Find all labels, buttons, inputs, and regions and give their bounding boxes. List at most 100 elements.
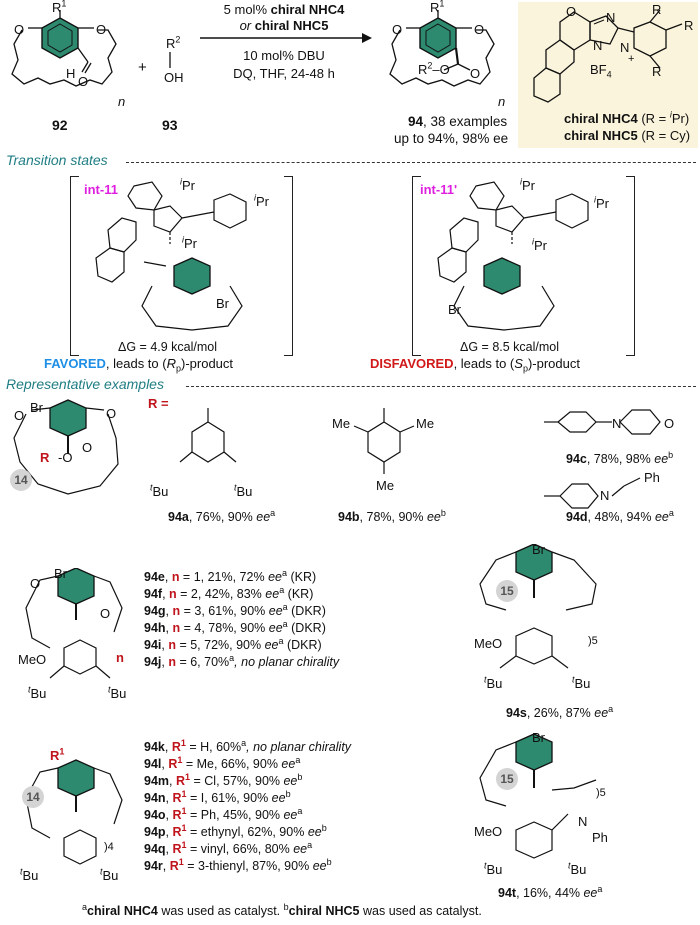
- condition-line-2: or chiral NHC5: [239, 18, 329, 33]
- n-series-structure: [25, 568, 123, 679]
- list-item: 94j, n = 6, 70%a, no planar chirality: [144, 652, 340, 669]
- r-equals-label: R =: [148, 396, 169, 411]
- br-label: Br: [216, 296, 229, 311]
- n-label: N: [606, 10, 616, 25]
- list-item: 94i, n = 5, 72%, 90% eea (DKR): [144, 635, 322, 652]
- condition-line-4: DQ, THF, 24-48 h: [233, 66, 335, 81]
- example-94s-structure: [479, 544, 597, 669]
- n-label: n: [118, 94, 126, 109]
- bracket-left: [70, 176, 79, 356]
- example-94t-caption: 94t, 16%, 44% eea: [498, 883, 603, 900]
- condition-line-1: 5 mol% chiral NHC4: [223, 2, 345, 17]
- tbu-label: tBu: [20, 866, 39, 883]
- ts-favored-dg: ΔG = 4.9 kcal/mol: [118, 340, 218, 354]
- list-item: 94e, n = 1, 21%, 72% eea (KR): [144, 567, 317, 584]
- ipr-label: iPr: [254, 192, 269, 209]
- ts-label-int-11-prime: int-11': [420, 182, 458, 197]
- h-label: H: [66, 66, 76, 81]
- me-label: Me: [332, 416, 351, 431]
- examples-section-header: Representative examples: [6, 376, 164, 392]
- o-label: O: [30, 576, 41, 591]
- chain-5-label: )5: [596, 787, 606, 799]
- n-label: n: [498, 94, 506, 109]
- tbu-label: tBu: [572, 674, 591, 691]
- ring-14-ester-structure: [13, 399, 119, 495]
- o-label: O: [100, 606, 111, 621]
- ipr-label: iPr: [180, 176, 195, 193]
- ts-label-int-11: int-11: [84, 182, 118, 197]
- substituent-94a-structure: [179, 408, 237, 463]
- r1-label: R1: [50, 746, 65, 763]
- chain-5-label: )5: [588, 635, 598, 647]
- o-label: O: [82, 440, 93, 455]
- me-label: Me: [376, 478, 395, 493]
- tbu-label: tBu: [108, 684, 127, 701]
- n-label: n: [116, 650, 124, 665]
- chain-4-label: )4: [104, 841, 114, 853]
- tbu-label: tBu: [568, 860, 587, 877]
- example-94s-caption: 94s, 26%, 87% eea: [506, 703, 614, 720]
- plus-sign: +: [138, 59, 147, 76]
- compound-92-label: 92: [52, 117, 68, 133]
- br-label: Br: [30, 400, 43, 415]
- tbu-label: tBu: [28, 684, 47, 701]
- ipr-label: iPr: [594, 194, 609, 211]
- catalyst-r-label: R: [652, 64, 662, 79]
- oh-label: OH: [164, 70, 184, 85]
- meo-label: MeO: [18, 652, 47, 667]
- ts-favored-caption: FAVORED, leads to (Rp)-product: [44, 356, 234, 374]
- o-label: O: [14, 408, 25, 423]
- substituent-94d-structure: [544, 477, 641, 509]
- example-94b-caption: 94b, 78%, 90% eeb: [338, 507, 446, 524]
- section-divider: [186, 386, 696, 387]
- ipr-label: iPr: [532, 236, 547, 253]
- alcohol-93-structure: [169, 52, 171, 68]
- br-label: Br: [448, 302, 461, 317]
- list-item: 94g, n = 3, 61%, 90% eea (DKR): [144, 601, 326, 618]
- compound-93-label: 93: [162, 117, 178, 133]
- product-summary: 94, 38 examples: [408, 114, 508, 129]
- footnote: achiral NHC4 was used as catalyst. bchir…: [82, 901, 482, 918]
- product-summary-2: up to 94%, 98% ee: [394, 131, 509, 146]
- list-item: 94k, R1 = H, 60%a, no planar chirality: [144, 737, 352, 754]
- ester-o-label: -O: [58, 450, 73, 465]
- nhc-catalyst-structure: [533, 9, 683, 103]
- br-label: Br: [54, 566, 67, 581]
- o-label: O: [566, 4, 577, 19]
- example-94t-structure: [479, 733, 597, 859]
- product-94-structure: [389, 10, 495, 87]
- list-item: 94r, R1 = 3-thienyl, 87%, 90% eeb: [144, 856, 332, 873]
- bracket-left: [412, 176, 421, 356]
- ring-size-14-badge: 14: [22, 786, 44, 808]
- ts-disfavored-dg: ΔG = 8.5 kcal/mol: [460, 340, 560, 354]
- tbu-label: tBu: [100, 866, 119, 883]
- o-label: O: [470, 66, 481, 81]
- bracket-right: [626, 176, 635, 356]
- me-label: Me: [416, 416, 435, 431]
- catalyst-r-label: R: [684, 18, 694, 33]
- ipr-label: iPr: [182, 234, 197, 251]
- o-label: O: [392, 22, 403, 37]
- meo-label: MeO: [474, 636, 503, 651]
- section-divider: [126, 162, 696, 163]
- ts-disfavored-caption: DISFAVORED, leads to (Sp)-product: [370, 356, 580, 374]
- ring-size-15-badge: 15: [496, 768, 518, 790]
- br-label: Br: [532, 542, 545, 557]
- tbu-label: tBu: [234, 482, 253, 499]
- o-label: O: [78, 74, 89, 89]
- list-item: 94n, R1 = I, 61%, 90% eeb: [144, 788, 291, 805]
- tbu-label: tBu: [484, 860, 503, 877]
- bracket-right: [284, 176, 293, 356]
- ipr-label: iPr: [520, 176, 535, 193]
- ts-disfavored-structure: [437, 181, 589, 331]
- o-label: O: [106, 406, 117, 421]
- plus-charge: +: [628, 53, 635, 65]
- br-label: Br: [532, 730, 545, 745]
- r1-series-structure: [25, 759, 123, 865]
- example-94c-caption: 94c, 78%, 98% eeb: [566, 449, 674, 466]
- r2-label: R2: [166, 34, 181, 51]
- ring-size-15-badge: 15: [496, 580, 518, 602]
- o-label: O: [14, 22, 25, 37]
- n-atom-label: N: [612, 416, 622, 431]
- n-atom-label: N: [578, 814, 588, 829]
